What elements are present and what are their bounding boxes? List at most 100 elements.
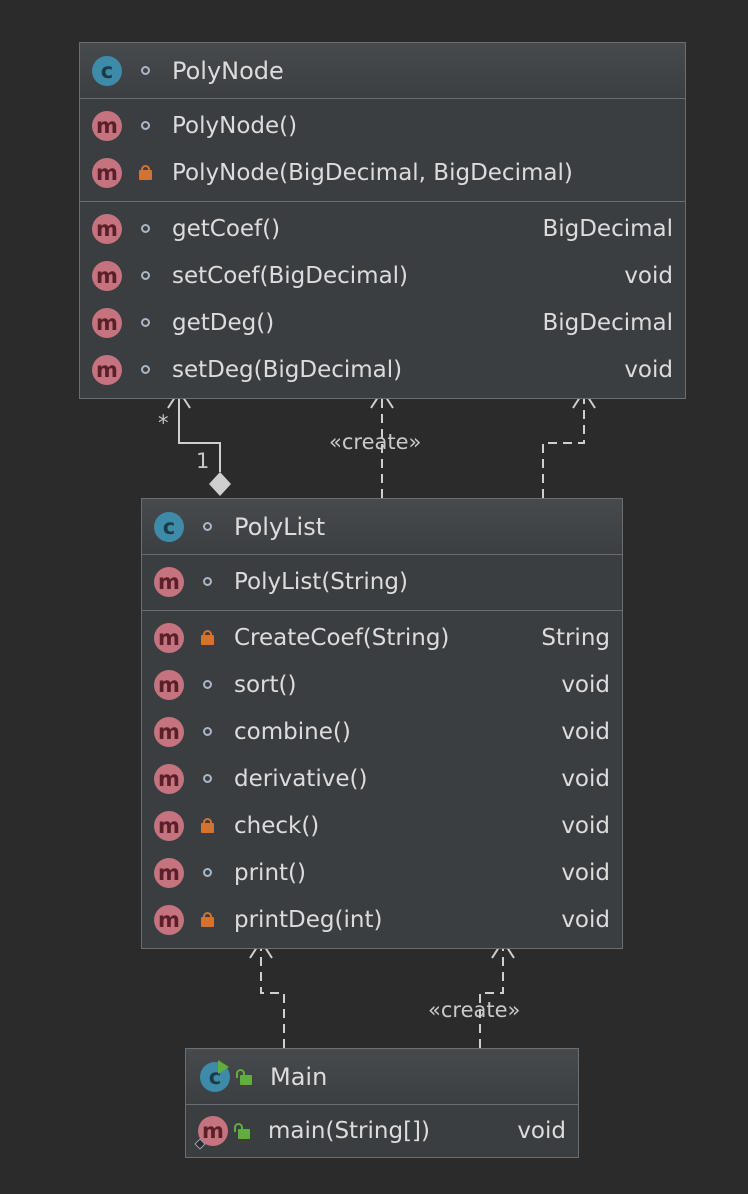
member-name: getDeg()	[172, 309, 275, 336]
package-dot-icon	[200, 575, 214, 589]
methods-section: m main(String[]) void	[186, 1105, 578, 1157]
method-m-icon: m	[92, 354, 122, 385]
member-row[interactable]: m PolyList(String)	[142, 558, 622, 605]
package-dot-icon	[138, 64, 152, 78]
member-row[interactable]: m derivative() void	[142, 755, 622, 802]
method-m-icon: m	[154, 904, 184, 935]
member-name: print()	[234, 859, 306, 886]
member-row[interactable]: m sort() void	[142, 661, 622, 708]
constructors-section: m PolyNode() m PolyNode(BigDecimal, BigD…	[80, 99, 685, 202]
return-type: void	[624, 262, 673, 289]
member-row[interactable]: m PolyNode(BigDecimal, BigDecimal)	[80, 149, 685, 196]
method-m-icon: m	[92, 213, 122, 244]
class-header-polylist[interactable]: c PolyList	[142, 499, 622, 555]
class-name: PolyNode	[172, 56, 284, 85]
package-dot-icon	[138, 363, 152, 377]
lock-icon	[200, 630, 214, 645]
composition-diamond	[209, 472, 231, 496]
return-type: void	[561, 718, 610, 745]
member-row[interactable]: m check() void	[142, 802, 622, 849]
method-m-icon: m	[92, 157, 122, 188]
member-row[interactable]: m print() void	[142, 849, 622, 896]
member-row[interactable]: m combine() void	[142, 708, 622, 755]
package-dot-icon	[200, 866, 214, 880]
class-header-main[interactable]: c Main	[186, 1049, 578, 1105]
return-type: void	[624, 356, 673, 383]
create-label-polynode: «create»	[329, 430, 422, 454]
method-m-icon: m	[154, 566, 184, 597]
method-m-icon: m	[154, 669, 184, 700]
package-dot-icon	[200, 725, 214, 739]
method-badge-letter: m	[202, 1118, 224, 1143]
composition-line	[178, 392, 221, 472]
method-m-icon: m	[154, 857, 184, 888]
member-name: getCoef()	[172, 215, 281, 242]
lock-icon	[200, 912, 214, 927]
method-m-icon: m	[92, 307, 122, 338]
constructors-section: m PolyList(String)	[142, 555, 622, 611]
class-box-main[interactable]: c Main m main(String[]) void	[185, 1048, 579, 1158]
unlocked-icon	[234, 1122, 250, 1139]
member-row[interactable]: m printDeg(int) void	[142, 896, 622, 943]
method-m-icon: m	[194, 1115, 228, 1150]
unlocked-icon	[236, 1068, 252, 1085]
class-name: PolyList	[234, 512, 326, 541]
method-m-icon: m	[154, 763, 184, 794]
member-name: CreateCoef(String)	[234, 624, 450, 651]
package-dot-icon	[200, 520, 214, 534]
method-m-icon: m	[154, 622, 184, 653]
member-row[interactable]: m setDeg(BigDecimal) void	[80, 346, 685, 393]
member-row[interactable]: m CreateCoef(String) String	[142, 614, 622, 661]
return-type: void	[517, 1117, 566, 1144]
class-c-icon: c	[154, 511, 184, 542]
member-row[interactable]: m getDeg() BigDecimal	[80, 299, 685, 346]
member-name: PolyNode(BigDecimal, BigDecimal)	[172, 159, 573, 186]
member-name: check()	[234, 812, 320, 839]
member-row[interactable]: m PolyNode()	[80, 102, 685, 149]
member-name: setDeg(BigDecimal)	[172, 356, 403, 383]
method-m-icon: m	[92, 110, 122, 141]
member-name: combine()	[234, 718, 351, 745]
return-type: void	[561, 671, 610, 698]
class-name: Main	[270, 1062, 328, 1091]
return-type: void	[561, 765, 610, 792]
package-dot-icon	[138, 119, 152, 133]
member-name: main(String[])	[268, 1117, 430, 1144]
package-dot-icon	[138, 269, 152, 283]
create-label-polylist: «create»	[428, 998, 521, 1022]
member-name: setCoef(BigDecimal)	[172, 262, 409, 289]
method-m-icon: m	[154, 716, 184, 747]
class-c-icon: c	[92, 55, 122, 86]
member-name: derivative()	[234, 765, 368, 792]
return-type: BigDecimal	[542, 309, 673, 336]
return-type: void	[561, 859, 610, 886]
methods-section: m getCoef() BigDecimal m setCoef(BigDeci…	[80, 202, 685, 398]
method-m-icon: m	[154, 810, 184, 841]
method-m-icon: m	[92, 260, 122, 291]
member-row[interactable]: m setCoef(BigDecimal) void	[80, 252, 685, 299]
return-type: String	[541, 624, 610, 651]
class-box-polylist[interactable]: c PolyList m PolyList(String) m CreateCo…	[141, 498, 623, 949]
return-type: void	[561, 906, 610, 933]
class-header-polynode[interactable]: c PolyNode	[80, 43, 685, 99]
main-create-line	[479, 942, 504, 1048]
return-type: void	[561, 812, 610, 839]
lock-icon	[200, 818, 214, 833]
dependency-line-right	[542, 392, 585, 498]
member-name: sort()	[234, 671, 297, 698]
methods-section: m CreateCoef(String) String m sort() voi…	[142, 611, 622, 948]
member-name: PolyList(String)	[234, 568, 408, 595]
multiplicity-one: 1	[196, 449, 210, 473]
lock-icon	[138, 165, 152, 180]
main-dependency-line	[260, 942, 285, 1048]
class-box-polynode[interactable]: c PolyNode m PolyNode() m PolyNode(BigDe…	[79, 42, 686, 399]
member-name: PolyNode()	[172, 112, 298, 139]
member-row[interactable]: m getCoef() BigDecimal	[80, 205, 685, 252]
package-dot-icon	[138, 222, 152, 236]
package-dot-icon	[138, 316, 152, 330]
package-dot-icon	[200, 772, 214, 786]
member-row[interactable]: m main(String[]) void	[186, 1107, 578, 1154]
multiplicity-many: *	[158, 411, 169, 435]
package-dot-icon	[200, 678, 214, 692]
